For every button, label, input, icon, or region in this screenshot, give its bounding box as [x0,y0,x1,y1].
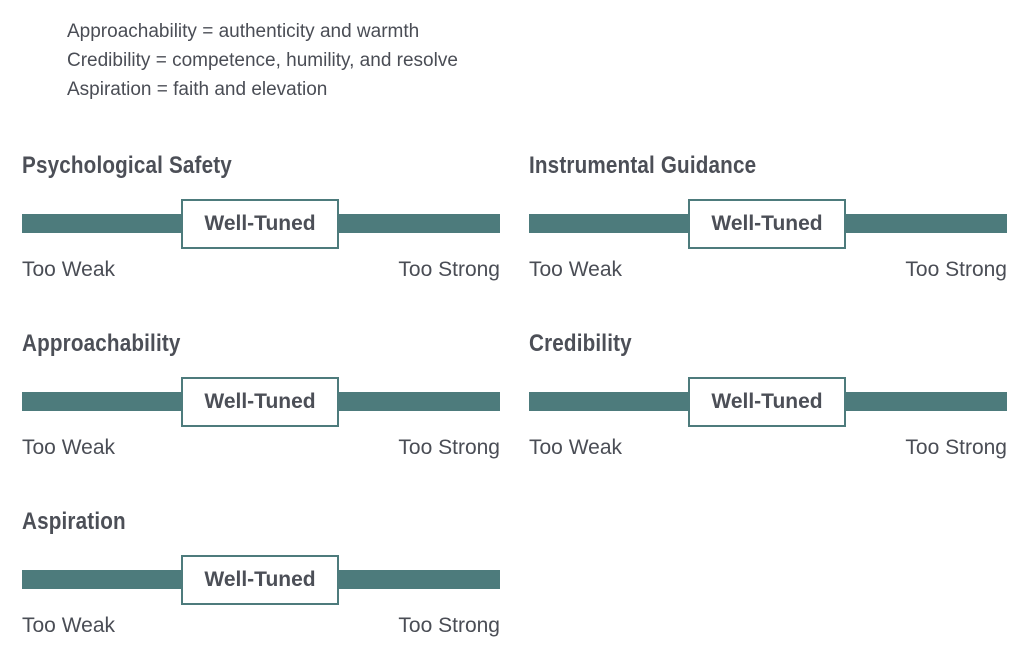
scale-high-label: Too Strong [398,436,500,459]
scale-low-label: Too Weak [22,614,115,637]
legend-item-aspiration: Aspiration = faith and elevation [67,79,328,100]
scale-high-label: Too Strong [905,436,1007,459]
scale-high-label: Too Strong [905,258,1007,281]
scale-title: Instrumental Guidance [529,152,757,179]
scale-center-box: Well-Tuned [181,377,339,427]
legend-item-approachability: Approachability = authenticity and warmt… [67,21,420,42]
scale-center-box: Well-Tuned [688,377,846,427]
scale-low-label: Too Weak [22,258,115,281]
scale-center-box: Well-Tuned [688,199,846,249]
scale-center-box: Well-Tuned [181,199,339,249]
scale-high-label: Too Strong [398,258,500,281]
scale-high-label: Too Strong [398,614,500,637]
scale-psychological-safety: Psychological Safety Well-Tuned Too Weak… [22,151,500,286]
legend-item-credibility: Credibility = competence, humility, and … [67,50,458,71]
scale-title: Credibility [529,330,632,357]
scale-title: Approachability [22,330,181,357]
scale-low-label: Too Weak [22,436,115,459]
scale-center-box: Well-Tuned [181,555,339,605]
scale-low-label: Too Weak [529,436,622,459]
scale-title: Psychological Safety [22,152,232,179]
scale-approachability: Approachability Well-Tuned Too Weak Too … [22,329,500,464]
scale-aspiration: Aspiration Well-Tuned Too Weak Too Stron… [22,507,500,642]
scale-low-label: Too Weak [529,258,622,281]
scale-title: Aspiration [22,508,126,535]
legend-list: Approachability = authenticity and warmt… [67,17,458,104]
scale-credibility: Credibility Well-Tuned Too Weak Too Stro… [529,329,1007,464]
scale-instrumental-guidance: Instrumental Guidance Well-Tuned Too Wea… [529,151,1007,286]
